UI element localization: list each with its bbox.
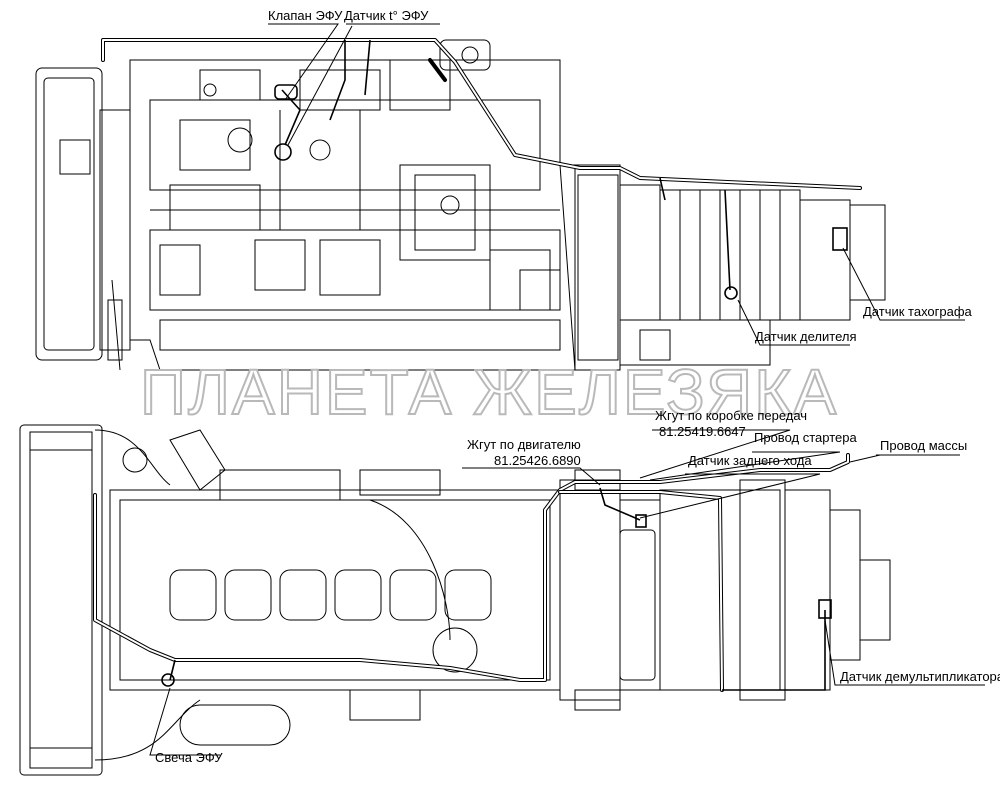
engine-plan-view <box>19 424 891 776</box>
top-leader-lines <box>268 23 965 346</box>
label-provod-startera: Провод стартера <box>754 430 857 445</box>
label-datchik-takhografa: Датчик тахографа <box>863 304 973 319</box>
label-zhgut-dvigatel-number: 81.25426.6890 <box>494 453 581 468</box>
engine-side-view <box>35 39 886 371</box>
label-provod-massy: Провод массы <box>880 438 967 453</box>
top-harness-cable <box>101 38 862 300</box>
watermark-text: ПЛАНЕТА ЖЕЛЕЗЯКА <box>140 356 838 428</box>
callout-labels: Клапан ЭФУ Датчик t° ЭФУ Датчик тахограф… <box>155 8 1000 765</box>
bottom-harness-cable <box>93 453 850 692</box>
label-datchik-demultiplikatora: Датчик демультипликатора <box>840 669 1000 684</box>
label-zhgut-korobka-number: 81.25419.6647 <box>659 424 746 439</box>
label-klapan-efu: Клапан ЭФУ <box>268 8 343 23</box>
label-zhgut-korobka: Жгут по коробке передач <box>655 408 807 423</box>
label-zhgut-dvigatel: Жгут по двигателю <box>467 437 581 452</box>
label-svecha-efu: Свеча ЭФУ <box>155 750 223 765</box>
label-datchik-delitelya: Датчик делителя <box>755 329 857 344</box>
label-datchik-zadnego-khoda: Датчик заднего хода <box>688 453 812 468</box>
label-datchik-t-efu: Датчик t° ЭФУ <box>344 8 429 23</box>
bottom-leader-lines <box>149 429 985 756</box>
